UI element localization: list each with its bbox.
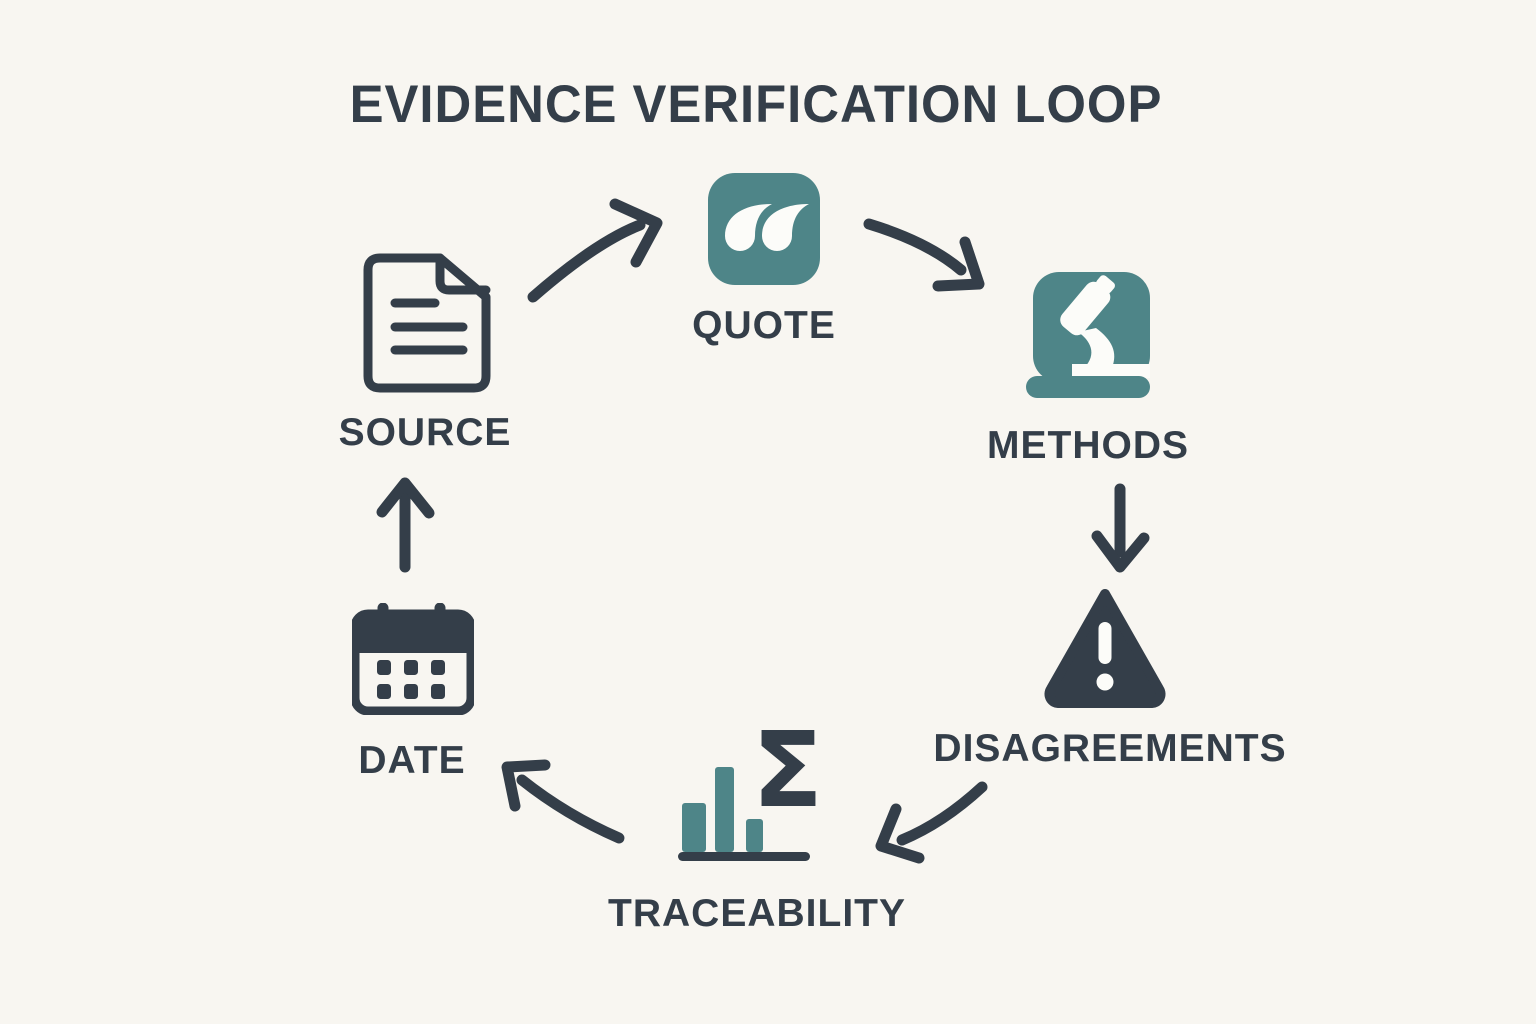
- arrow-disagreements-to-traceability: [875, 781, 988, 864]
- node-label-traceability: TRACEABILITY: [608, 892, 906, 935]
- quotation-marks-icon: [708, 173, 820, 285]
- arrow-traceability-to-date: [501, 759, 625, 844]
- bar-chart-sigma-icon: Σ: [678, 726, 823, 861]
- node-label-date: DATE: [358, 739, 466, 782]
- node-label-disagreements: DISAGREEMENTS: [933, 727, 1287, 770]
- microscope-icon: [1026, 272, 1150, 398]
- arrow-quote-to-methods: [863, 218, 985, 292]
- calendar-icon: [352, 603, 474, 715]
- document-icon: [363, 253, 491, 393]
- node-label-source: SOURCE: [338, 411, 512, 454]
- arrow-date-to-source: [376, 477, 435, 573]
- node-label-methods: METHODS: [987, 424, 1189, 467]
- node-label-quote: QUOTE: [692, 304, 836, 347]
- diagram-title: EVIDENCE VERIFICATION LOOP: [349, 75, 1163, 134]
- arrow-source-to-quote: [527, 198, 663, 303]
- arrow-methods-to-disagreements: [1091, 483, 1150, 573]
- warning-triangle-icon: [1044, 589, 1166, 708]
- sigma-glyph: Σ: [752, 726, 823, 831]
